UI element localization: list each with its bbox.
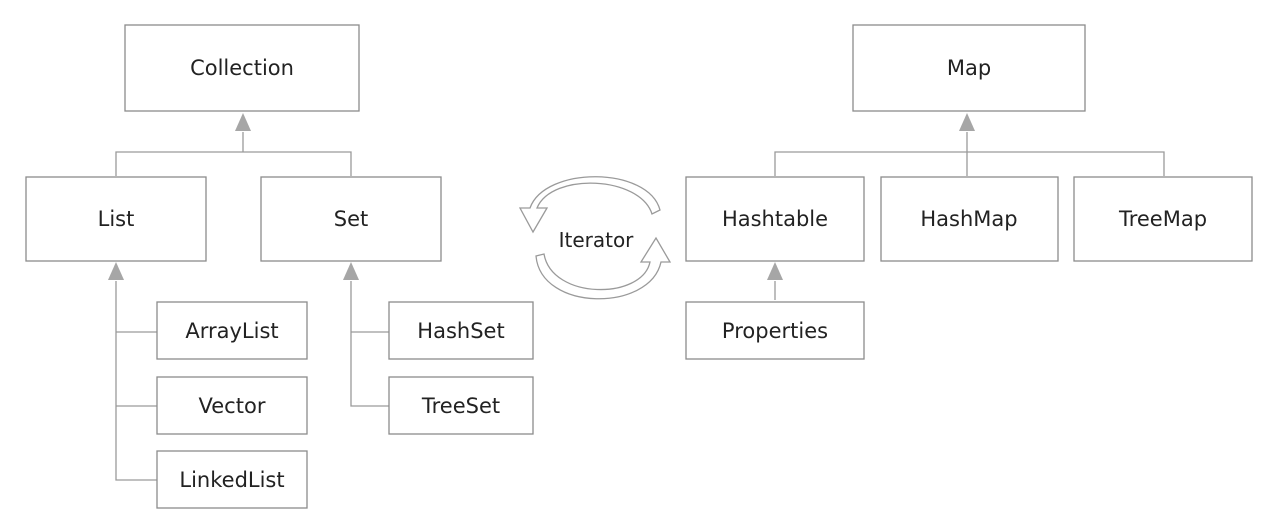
node-collection: Collection: [124, 24, 360, 112]
node-set: Set: [260, 176, 442, 262]
node-arraylist: ArrayList: [156, 301, 308, 360]
iterator-label: Iterator: [559, 228, 635, 252]
node-set-label: Set: [334, 207, 368, 231]
node-list-label: List: [98, 207, 135, 231]
node-treemap-label: TreeMap: [1118, 207, 1207, 231]
node-hashset-label: HashSet: [417, 319, 504, 343]
node-treeset: TreeSet: [388, 376, 534, 435]
node-linkedlist: LinkedList: [156, 450, 308, 509]
node-vector: Vector: [156, 376, 308, 435]
node-hashtable-label: Hashtable: [722, 207, 828, 231]
cycle-arrow-bottom: [535, 236, 672, 300]
arrowhead-list: [108, 262, 124, 280]
node-vector-label: Vector: [199, 394, 266, 418]
arrowhead-collection: [235, 113, 251, 131]
node-hashtable: Hashtable: [685, 176, 865, 262]
node-arraylist-label: ArrayList: [185, 319, 278, 343]
arrowhead-hashtable: [767, 262, 783, 280]
iterator-cycle: Iterator: [518, 176, 672, 300]
node-map: Map: [852, 24, 1086, 112]
node-list: List: [25, 176, 207, 262]
connector-map-children: [774, 132, 1165, 176]
arrowhead-map: [959, 113, 975, 131]
arrowhead-set: [343, 262, 359, 280]
node-collection-label: Collection: [190, 56, 294, 80]
node-linkedlist-label: LinkedList: [179, 468, 284, 492]
node-properties-label: Properties: [722, 319, 828, 343]
node-hashmap: HashMap: [880, 176, 1059, 262]
node-hashset: HashSet: [388, 301, 534, 360]
node-treeset-label: TreeSet: [421, 394, 500, 418]
node-properties: Properties: [685, 301, 865, 360]
node-treemap: TreeMap: [1073, 176, 1253, 262]
cycle-arrow-top: [518, 176, 661, 234]
cycle-arrow-icon: [518, 176, 672, 300]
collection-connectors: [108, 113, 389, 481]
connector-set-children: [350, 281, 389, 407]
connector-list-set-to-collection: [115, 132, 352, 176]
node-map-label: Map: [947, 56, 991, 80]
map-connectors: [767, 113, 1165, 300]
connector-list-children: [115, 281, 157, 481]
node-hashmap-label: HashMap: [920, 207, 1017, 231]
